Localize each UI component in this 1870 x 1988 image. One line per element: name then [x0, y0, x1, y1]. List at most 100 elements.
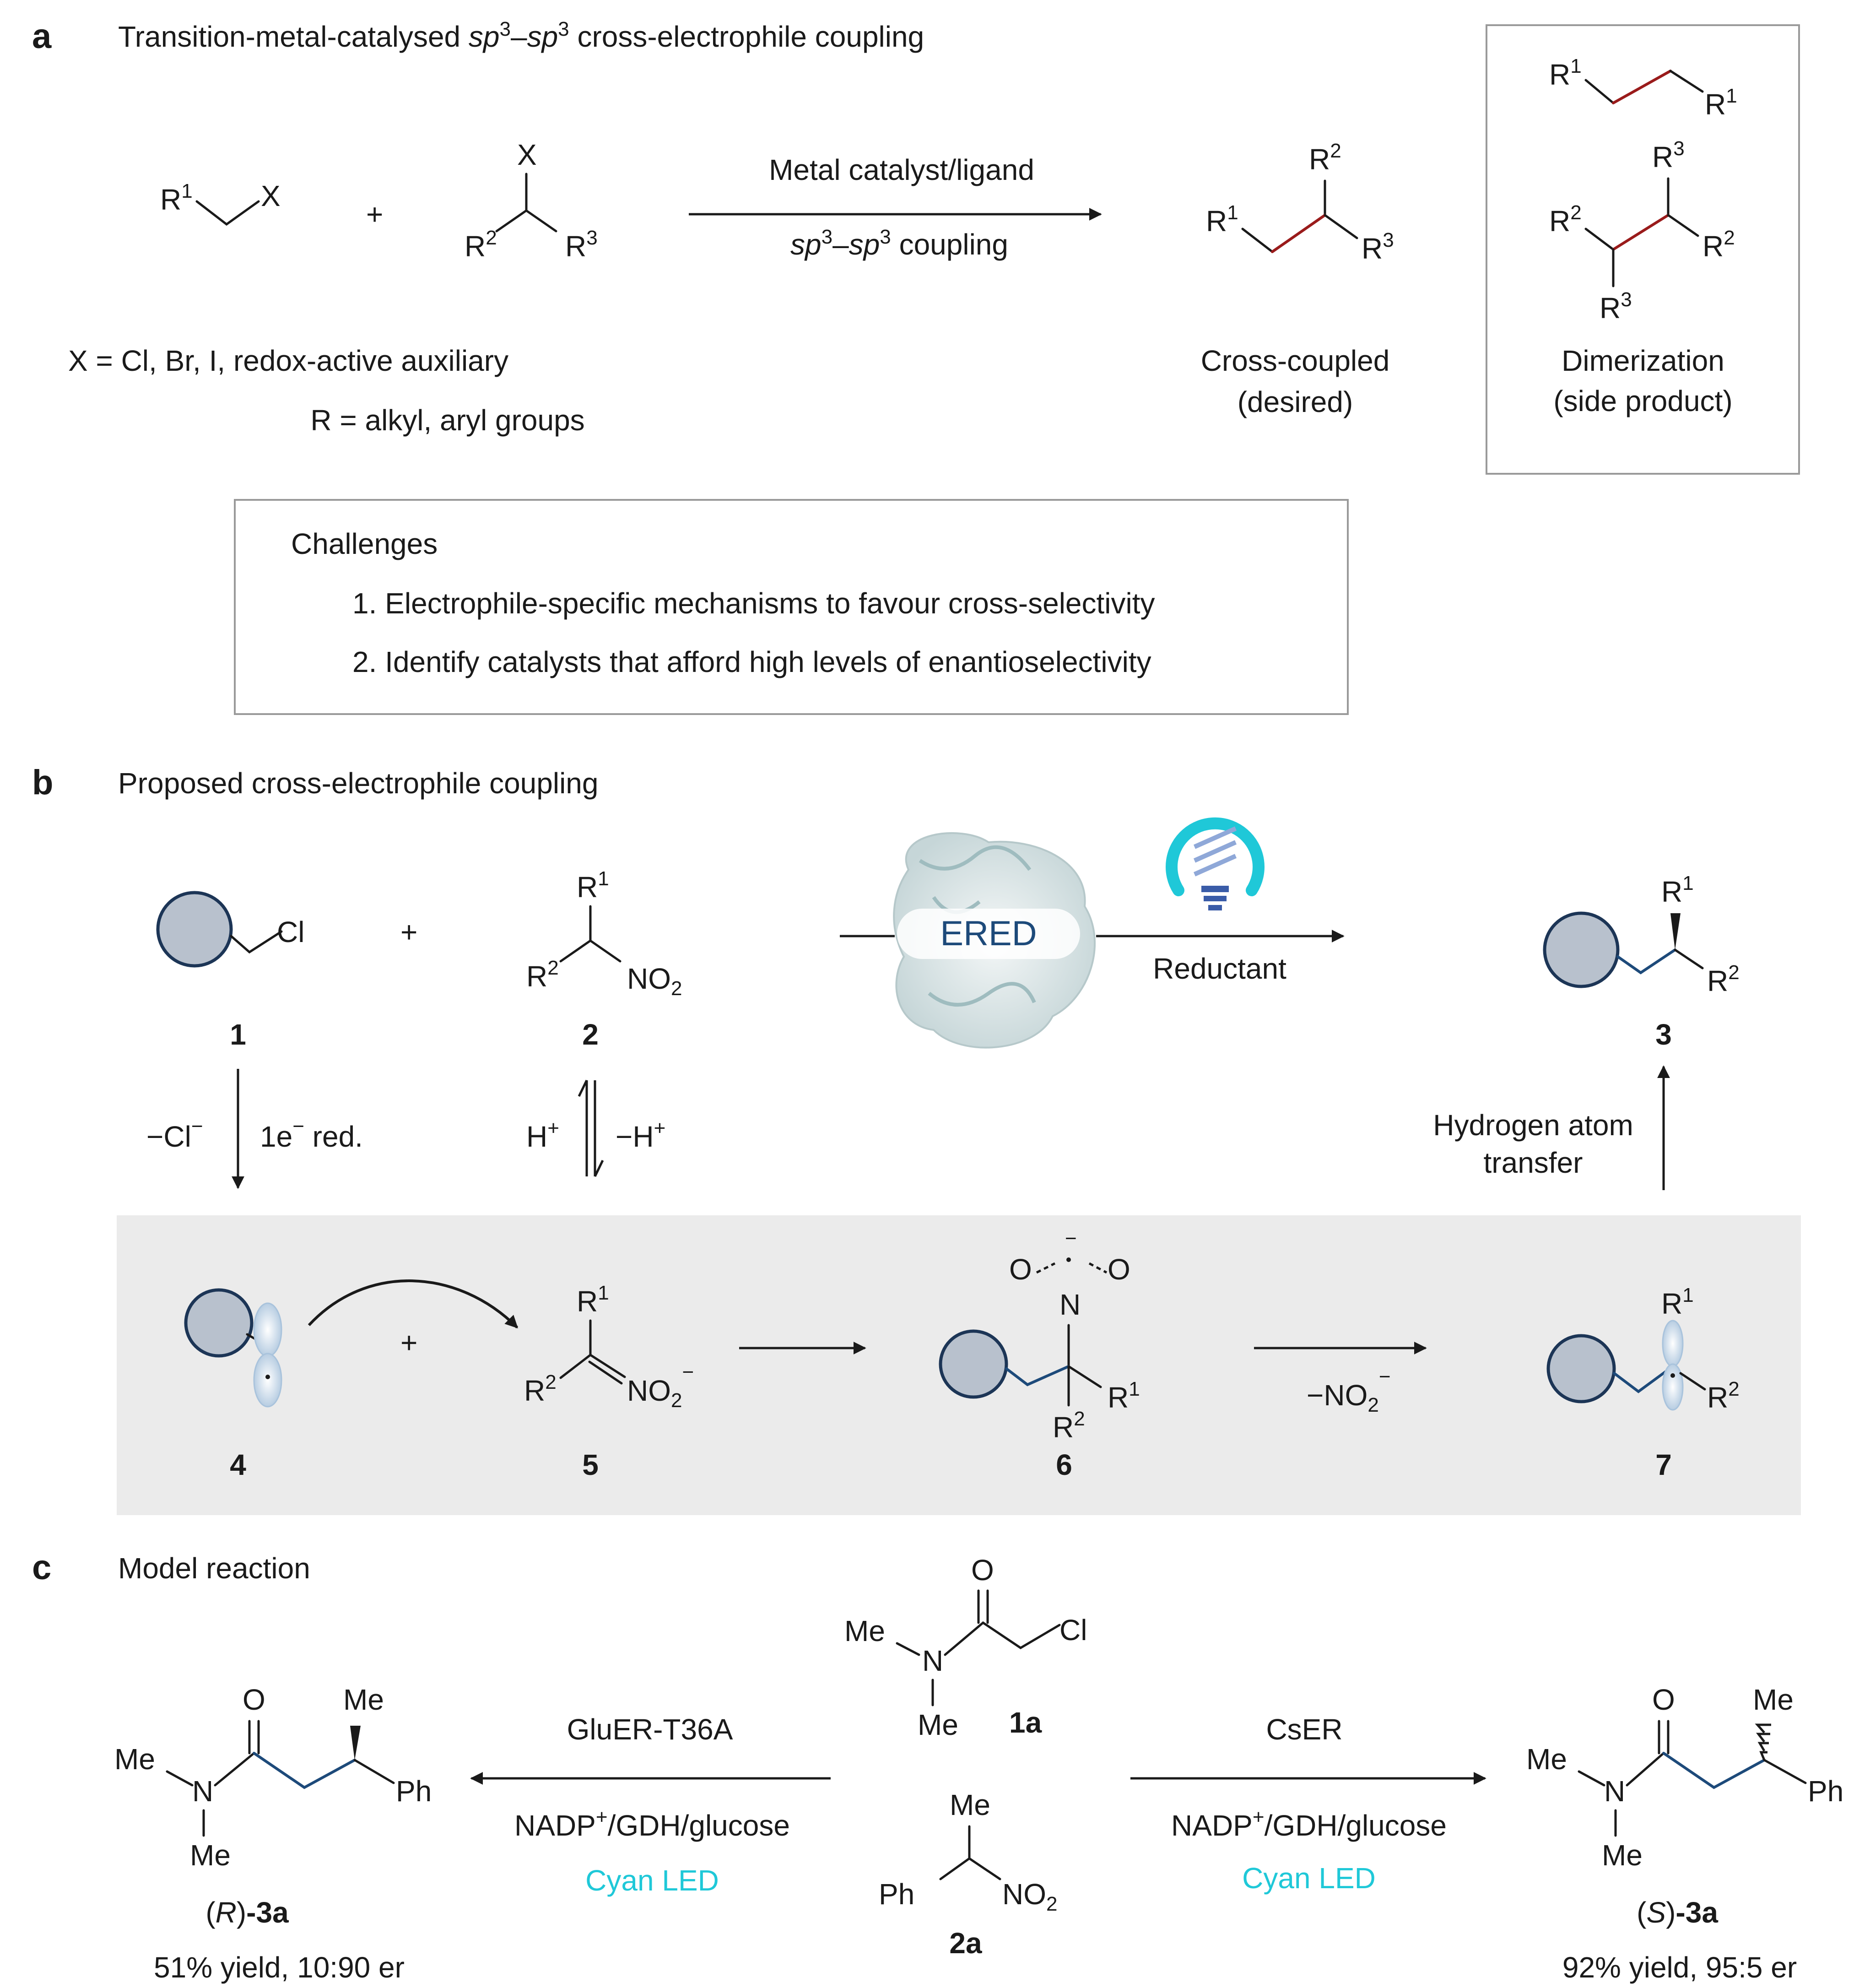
x-definition: X = Cl, Br, I, redox-active auxiliary: [68, 344, 508, 377]
enzyme-label: ERED: [940, 914, 1037, 953]
svg-text:R1: R1: [1705, 85, 1737, 121]
compound-7-radical: R1 R2: [1546, 1284, 1740, 1414]
panel-label-b: b: [32, 763, 53, 802]
challenge-1: 1. Electrophile-specific mechanisms to f…: [352, 587, 1155, 620]
product-s-3a-yield: 92% yield, 95:5 er: [1562, 1951, 1797, 1984]
reductant-label: Reductant: [1153, 952, 1286, 985]
svg-text:Me: Me: [1602, 1839, 1643, 1872]
plus-sign-mech: +: [400, 1326, 417, 1359]
svg-text:O: O: [971, 1554, 994, 1587]
substrate-1a: O Me N Cl Me 1a: [844, 1554, 1087, 1741]
plus-sign: +: [366, 198, 383, 231]
svg-text:R1: R1: [1108, 1378, 1140, 1414]
svg-text:R2: R2: [1707, 961, 1740, 997]
challenge-2: 2. Identify catalysts that afford high l…: [352, 645, 1151, 678]
reaction-arrow-right: CsER NADP+/GDH/glucose Cyan LED: [1130, 1713, 1486, 1895]
reduction-arrow: −Cl− 1e− red.: [146, 1069, 363, 1189]
product-s-3a: O Me N Me Ph Me (S)-3a 92% yield, 95:5 e…: [1526, 1683, 1843, 1984]
substrate-1a-label: 1a: [1009, 1706, 1042, 1739]
svg-text:Me: Me: [1526, 1743, 1567, 1776]
compound-3: R1 R2: [1543, 872, 1740, 997]
svg-text:R2: R2: [1549, 201, 1582, 238]
svg-text:R1: R1: [1549, 55, 1582, 91]
svg-text:H+: H+: [526, 1117, 559, 1153]
reaction-arrow-a: Metal catalyst/ligand sp3–sp3 coupling: [689, 153, 1102, 261]
svg-text:Me: Me: [190, 1839, 231, 1872]
svg-text:O: O: [1009, 1253, 1032, 1286]
compound-number-4: 4: [230, 1448, 246, 1481]
svg-text:R3: R3: [565, 227, 598, 263]
svg-text:R3: R3: [1652, 137, 1685, 173]
product-r-3a-yield: 51% yield, 10:90 er: [154, 1951, 405, 1984]
svg-text:O: O: [1108, 1253, 1130, 1286]
svg-text:N: N: [1059, 1288, 1081, 1321]
svg-text:N: N: [1604, 1775, 1625, 1808]
svg-text:R1: R1: [160, 180, 193, 216]
panel-c-title: Model reaction: [118, 1552, 310, 1585]
dimerization-caption: Dimerization: [1562, 344, 1724, 377]
svg-text:NO2−: NO2−: [627, 1361, 694, 1412]
svg-text:Ph: Ph: [396, 1775, 432, 1808]
substrate-2a: Me Ph NO2 2a: [879, 1788, 1057, 1960]
dimerization-box: [1486, 24, 1800, 475]
svg-text:R3: R3: [1600, 288, 1632, 325]
dimer-r2r3: R3 R2 R2 R3: [1549, 137, 1735, 325]
svg-text:Cl: Cl: [1059, 1614, 1087, 1647]
svg-text:R2: R2: [465, 227, 497, 263]
hat-arrow: Hydrogen atom transfer: [1433, 1065, 1670, 1190]
panel-label-c: c: [32, 1548, 51, 1587]
product-r-3a-label: (R)-3a: [205, 1896, 289, 1929]
compound-5-nitronate: R1 R2 NO2−: [524, 1282, 694, 1412]
svg-text:Me: Me: [343, 1683, 384, 1716]
svg-text:R2: R2: [1053, 1408, 1085, 1444]
compound-number-1: 1: [230, 1018, 246, 1051]
svg-text:R1: R1: [577, 867, 609, 904]
svg-text:CsER: CsER: [1266, 1713, 1342, 1746]
svg-text:Hydrogen atom: Hydrogen atom: [1433, 1109, 1633, 1142]
compound-number-7: 7: [1655, 1448, 1672, 1481]
reagent-alkyl-halide: R1 X: [160, 179, 281, 226]
svg-text:−Cl−: −Cl−: [146, 1115, 203, 1153]
r-definition: R = alkyl, aryl groups: [310, 404, 584, 437]
svg-text:Metal catalyst/ligand: Metal catalyst/ligand: [769, 153, 1034, 186]
cross-coupled-desired: (desired): [1238, 385, 1353, 418]
svg-text:R2: R2: [1702, 227, 1735, 263]
reagent-secondary-halide: X R2 R3: [465, 138, 598, 263]
svg-text:X: X: [517, 138, 537, 171]
svg-text:R2: R2: [1309, 140, 1341, 176]
panel-b: b Proposed cross-electrophile coupling C…: [32, 763, 1801, 1515]
dimer-r1: R1 R1: [1549, 55, 1737, 121]
cross-coupled-caption: Cross-coupled: [1201, 344, 1390, 377]
svg-text:R2: R2: [526, 957, 559, 993]
panel-c: c Model reaction O Me N Cl Me 1a Me Ph N…: [32, 1548, 1843, 1984]
compound-number-6: 6: [1056, 1448, 1072, 1481]
svg-text:X: X: [261, 179, 281, 212]
svg-text:R3: R3: [1362, 229, 1394, 265]
svg-text:R1: R1: [577, 1282, 609, 1318]
equilibrium-arrows: H+ −H+: [526, 1079, 665, 1177]
svg-text:−: −: [1065, 1227, 1077, 1250]
substrate-2a-label: 2a: [949, 1927, 982, 1960]
compound-2: R1 R2 NO2: [526, 867, 682, 1000]
svg-text:Cyan LED: Cyan LED: [1242, 1862, 1376, 1895]
panel-a: a Transition-metal-catalysed sp3–sp3 cro…: [32, 17, 1800, 715]
product-s-3a-label: (S)-3a: [1637, 1896, 1718, 1929]
svg-text:−H+: −H+: [616, 1117, 665, 1153]
svg-text:NADP+/GDH/glucose: NADP+/GDH/glucose: [1171, 1806, 1447, 1842]
compound-number-3: 3: [1655, 1018, 1672, 1051]
svg-text:Me: Me: [114, 1743, 155, 1776]
svg-text:GluER-T36A: GluER-T36A: [567, 1713, 733, 1746]
svg-text:−NO2−: −NO2−: [1307, 1365, 1391, 1416]
compound-6-radical-anion: O O − N R1 R2: [939, 1227, 1140, 1444]
svg-text:O: O: [243, 1683, 265, 1716]
svg-text:Ph: Ph: [879, 1878, 914, 1911]
svg-text:Me: Me: [1753, 1683, 1794, 1716]
product-r-3a: O Me N Me Ph Me (R)-3a 51% yield, 10:90 …: [114, 1683, 432, 1984]
svg-text:sp3–sp3 coupling: sp3–sp3 coupling: [790, 226, 1008, 261]
compound-4-radical: [184, 1279, 519, 1408]
svg-text:NADP+/GDH/glucose: NADP+/GDH/glucose: [514, 1806, 790, 1842]
compound-number-5: 5: [582, 1448, 599, 1481]
svg-text:R2: R2: [524, 1371, 557, 1407]
svg-text:Me: Me: [844, 1614, 885, 1647]
